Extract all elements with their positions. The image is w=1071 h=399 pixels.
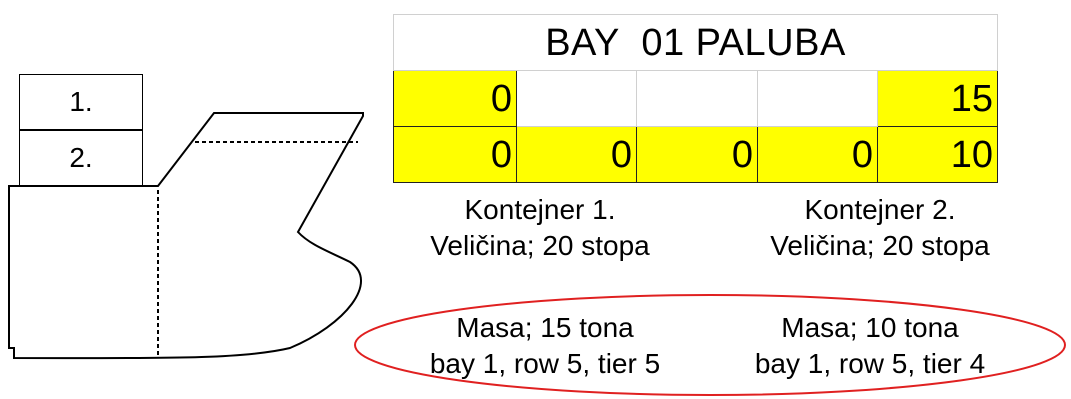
bay-cell <box>636 70 758 127</box>
bay-cell: 10 <box>877 126 998 183</box>
stack-box-1: 1. <box>19 74 143 130</box>
bay-cell: 15 <box>877 70 998 127</box>
container-1-size: Veličina; 20 stopa <box>430 230 650 261</box>
bay-cell <box>757 70 878 127</box>
stack-label-2: 2. <box>69 142 93 173</box>
container-1-mass: Masa; 15 tona <box>456 312 634 343</box>
bay-title-row: BAY 01 PALUBA <box>393 14 998 71</box>
container-1-position: bay 1, row 5, tier 5 <box>429 348 661 379</box>
bay-row-bottom: 0 0 0 0 10 <box>393 126 998 183</box>
stack-label-1: 1. <box>69 86 93 117</box>
bay-cell: 0 <box>636 126 758 183</box>
container-2-details: Masa; 10 tona bay 1, row 5, tier 4 <box>735 310 1005 382</box>
bay-plan-table: BAY 01 PALUBA 0 15 0 0 0 0 10 <box>393 14 998 183</box>
container-2-position: bay 1, row 5, tier 4 <box>754 348 986 379</box>
ship-outline <box>8 112 364 360</box>
container-2-caption: Kontejner 2. Veličina; 20 stopa <box>745 192 1015 264</box>
stack-box-2: 2. <box>19 130 143 186</box>
container-1-caption: Kontejner 1. Veličina; 20 stopa <box>430 192 650 264</box>
container-2-mass: Masa; 10 tona <box>781 312 959 343</box>
hull-outline <box>8 112 364 360</box>
bay-title: BAY 01 PALUBA <box>393 14 998 71</box>
container-1-details: Masa; 15 tona bay 1, row 5, tier 5 <box>420 310 670 382</box>
bay-cell: 0 <box>393 70 517 127</box>
container-2-size: Veličina; 20 stopa <box>770 230 990 261</box>
ellipse-shape <box>354 294 1066 396</box>
bay-cell <box>516 70 637 127</box>
bay-cell: 0 <box>393 126 517 183</box>
bay-row-top: 0 15 <box>393 70 998 127</box>
bay-cell: 0 <box>757 126 878 183</box>
container-2-name: Kontejner 2. <box>804 194 956 225</box>
highlight-ellipse <box>354 294 1066 396</box>
container-1-name: Kontejner 1. <box>464 194 616 225</box>
bay-cell: 0 <box>516 126 637 183</box>
